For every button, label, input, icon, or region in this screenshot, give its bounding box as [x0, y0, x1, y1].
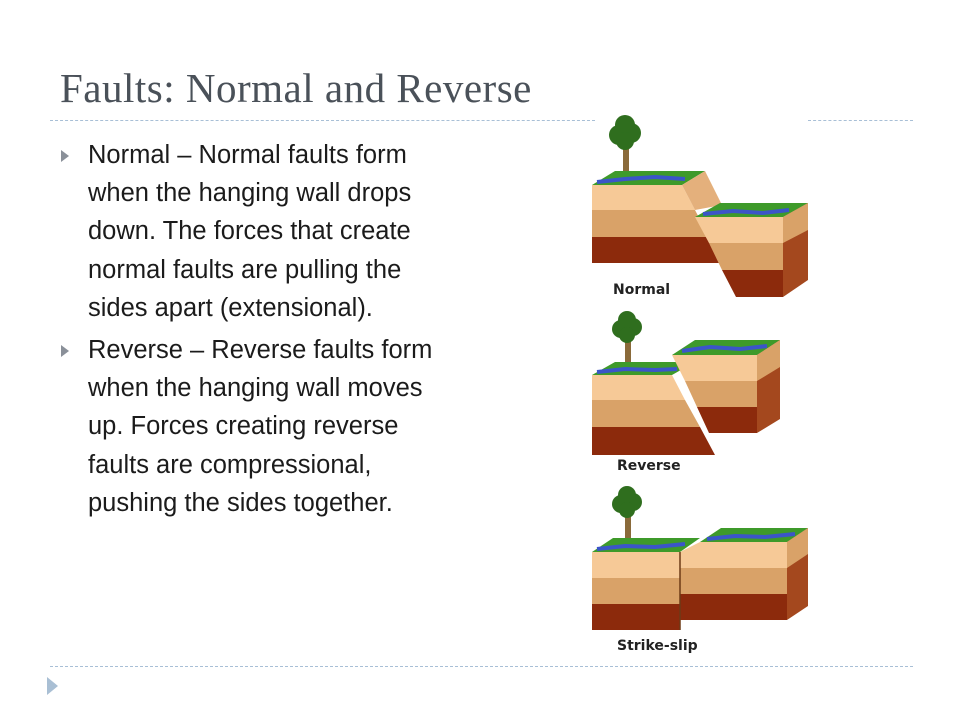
slide-corner-arrow-icon: [47, 677, 58, 695]
bullet-text: Reverse – Reverse faults form when the h…: [88, 336, 433, 517]
slide-title: Faults: Normal and Reverse: [60, 65, 532, 111]
tree-icon: [612, 486, 642, 538]
bullet-arrow-icon: [61, 345, 69, 358]
reverse-label: Reverse: [617, 458, 681, 474]
reverse-fault-diagram: Reverse: [592, 311, 780, 474]
tree-icon: [609, 115, 641, 173]
normal-label: Normal: [613, 282, 670, 298]
tree-icon: [612, 311, 642, 363]
bullet-reverse: Reverse – Reverse faults form when the h…: [58, 331, 458, 522]
bullet-normal: Normal – Normal faults form when the han…: [58, 136, 458, 327]
title-divider-left: [50, 120, 595, 121]
strike-slip-fault-diagram: Strike-slip: [592, 486, 808, 654]
fault-types-figure: Normal Reverse: [585, 115, 820, 660]
bullet-list: Normal – Normal faults form when the han…: [58, 136, 458, 526]
normal-fault-diagram: Normal: [592, 115, 808, 298]
footer-divider: [50, 666, 913, 667]
bullet-text: Normal – Normal faults form when the han…: [88, 141, 412, 322]
bullet-arrow-icon: [61, 150, 69, 162]
title-divider-right: [808, 120, 913, 121]
strike-slip-label: Strike-slip: [617, 638, 698, 654]
